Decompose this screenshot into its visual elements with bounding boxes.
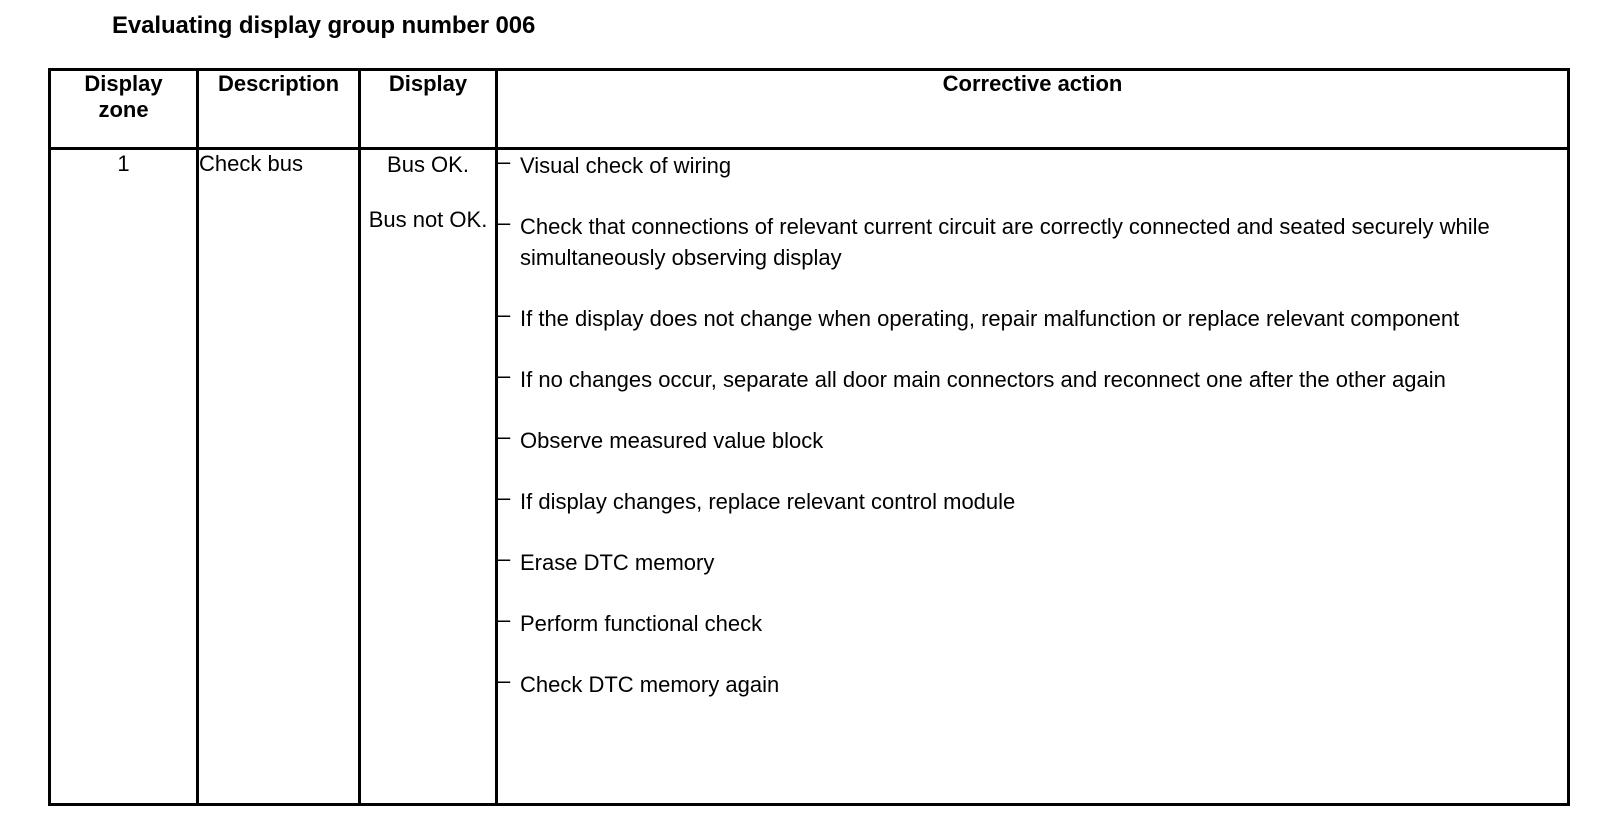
list-item-text: Visual check of wiring [520, 153, 732, 178]
column-header-description: Description [196, 68, 361, 150]
list-item: – If the display does not change when op… [498, 302, 1567, 334]
column-header-display-zone-line2: zone [98, 96, 149, 122]
dash-bullet-icon: – [498, 607, 511, 632]
cell-display-zone: 1 [48, 147, 199, 806]
list-item: – If display changes, replace relevant c… [498, 485, 1567, 517]
column-header-display-zone-line1: Display [84, 71, 163, 96]
cell-display-values: Bus OK. Bus not OK. [358, 147, 498, 806]
list-item: – Observe measured value block [498, 424, 1567, 456]
diagnostic-table: Display zone Description Display Correct… [48, 68, 1570, 806]
list-item-text: Check DTC memory again [520, 672, 780, 697]
cell-description: Check bus [196, 147, 361, 806]
table-row: 1 Check bus Bus OK. Bus not OK. – Visual… [48, 147, 1570, 806]
list-item: – Check that connections of relevant cur… [498, 210, 1567, 273]
dash-bullet-icon: – [498, 149, 511, 174]
list-item: – Erase DTC memory [498, 546, 1567, 578]
list-item-text: Observe measured value block [520, 428, 824, 453]
table-header: Display zone Description Display Correct… [48, 68, 1570, 150]
list-item-text: If no changes occur, separate all door m… [520, 367, 1446, 392]
list-item-text: Perform functional check [520, 611, 763, 636]
column-header-corrective-action: Corrective action [495, 68, 1570, 150]
table-body: 1 Check bus Bus OK. Bus not OK. – Visual… [48, 147, 1570, 806]
list-item: – Visual check of wiring [498, 149, 1567, 181]
dash-bullet-icon: – [498, 546, 511, 571]
page-title: Evaluating display group number 006 [112, 12, 536, 39]
list-item: – Check DTC memory again [498, 668, 1567, 700]
list-item: – Perform functional check [498, 607, 1567, 639]
table-header-row: Display zone Description Display Correct… [48, 68, 1570, 150]
list-item-text: If the display does not change when oper… [520, 306, 1460, 331]
list-item-text: Check that connections of relevant curre… [520, 214, 1490, 270]
dash-bullet-icon: – [498, 668, 511, 693]
column-header-display-zone: Display zone [48, 68, 199, 150]
dash-bullet-icon: – [498, 424, 511, 449]
list-item-text: Erase DTC memory [520, 550, 715, 575]
display-value-bus-not-ok: Bus not OK. [368, 207, 488, 233]
dash-bullet-icon: – [498, 302, 511, 327]
display-value-bus-ok: Bus OK. [387, 152, 469, 177]
dash-bullet-icon: – [498, 485, 511, 510]
list-item-text: If display changes, replace relevant con… [520, 489, 1016, 514]
dash-bullet-icon: – [498, 363, 511, 388]
diagnostic-table-container: Display zone Description Display Correct… [48, 68, 1570, 806]
cell-corrective-action: – Visual check of wiring – Check that co… [495, 147, 1570, 806]
dash-bullet-icon: – [498, 210, 511, 235]
list-item: – If no changes occur, separate all door… [498, 363, 1567, 395]
corrective-action-list: – Visual check of wiring – Check that co… [498, 149, 1567, 700]
column-header-display: Display [358, 68, 498, 150]
